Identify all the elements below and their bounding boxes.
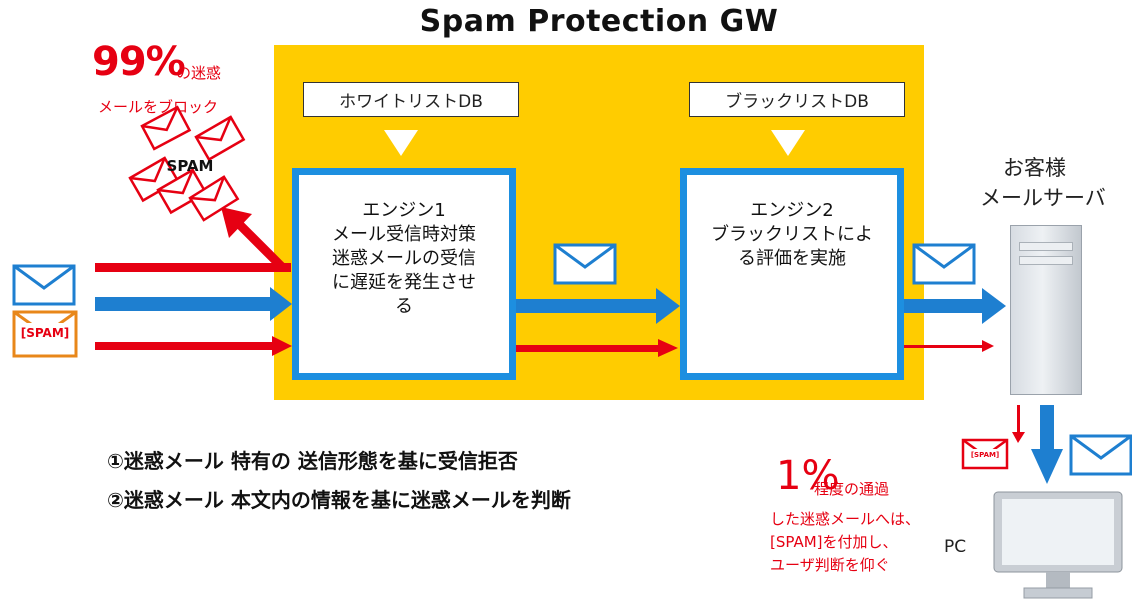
small-spam-tag-text: [SPAM] xyxy=(971,451,999,459)
server-to-pc-blue-arrow xyxy=(1031,405,1063,484)
outbound-blue-arrow xyxy=(904,288,1006,324)
engine2-text-line: る評価を実施 xyxy=(738,248,846,269)
block-rate-suffix: の迷惑 xyxy=(176,64,222,82)
gateway-title: Spam Protection GW xyxy=(419,4,779,39)
engine2-box: エンジン2 ブラックリストによ る評価を実施 xyxy=(680,168,904,380)
delivered-mail-envelope-icon xyxy=(912,243,976,285)
blacklist-db-box: ブラックリストDB xyxy=(689,82,905,117)
rejected-arrow xyxy=(221,207,286,271)
pc-icon xyxy=(993,491,1123,599)
note-item: ②迷惑メール 本文内の情報を基に迷惑メールを判断 xyxy=(107,488,571,512)
engine1-text-line: る xyxy=(395,296,413,317)
pass-rate-text: [SPAM]を付加し、 xyxy=(770,533,898,551)
mail-server-icon xyxy=(1010,225,1082,395)
engine2-text-line: ブラックリストによ xyxy=(711,224,873,245)
passing-mail-envelope-icon xyxy=(553,243,617,285)
server-to-pc-red-arrow xyxy=(1012,405,1025,443)
whitelist-db-box: ホワイトリストDB xyxy=(303,82,519,117)
engine1-box: エンジン1 メール受信時対策 迷惑メールの受信 に遅延を発生させ る xyxy=(292,168,516,380)
middle-blue-arrow xyxy=(516,288,680,324)
pass-rate-text: した迷惑メールへは、 xyxy=(770,510,921,528)
pass-rate-suffix: 程度の通過 xyxy=(814,480,890,498)
pass-rate-percent: 1% xyxy=(776,453,840,499)
engine2-title: エンジン2 xyxy=(750,200,834,221)
engine1-text-line: メール受信時対策 xyxy=(332,224,476,245)
inbound-red-arrow-bottom xyxy=(95,336,292,356)
spam-label: SPAM xyxy=(167,157,214,175)
block-rate-text: メールをブロック xyxy=(98,98,219,116)
engine1-text-line: に遅延を発生させ xyxy=(332,272,476,293)
inbound-spam-envelope-icon: [SPAM] xyxy=(12,310,78,358)
block-rate-percent: 99% xyxy=(92,39,186,85)
pass-rate-text: ユーザ判断を仰ぐ xyxy=(770,556,890,574)
middle-red-arrow xyxy=(516,339,678,357)
blocked-spam-envelopes-icon: SPAM xyxy=(128,105,245,222)
inbound-red-arrow-top xyxy=(95,263,291,272)
outbound-red-arrow xyxy=(904,340,994,352)
note-item: ①迷惑メール 特有の 送信形態を基に受信拒否 xyxy=(107,449,518,473)
engine1-title: エンジン1 xyxy=(362,200,446,221)
blacklist-down-arrow xyxy=(771,130,805,156)
pc-mail-envelope-icon xyxy=(1069,434,1132,476)
inbound-mail-envelope-icon xyxy=(12,264,76,306)
engine1-text-line: 迷惑メールの受信 xyxy=(332,248,476,269)
customer-label: お客様 xyxy=(1003,156,1066,180)
pc-label: PC xyxy=(944,537,967,557)
small-spam-envelope-icon: [SPAM] xyxy=(961,438,1009,470)
inbound-blue-arrow xyxy=(95,287,292,321)
spam-tag-text: [SPAM] xyxy=(21,326,70,340)
whitelist-down-arrow xyxy=(384,130,418,156)
mail-server-label: メールサーバ xyxy=(980,186,1106,210)
